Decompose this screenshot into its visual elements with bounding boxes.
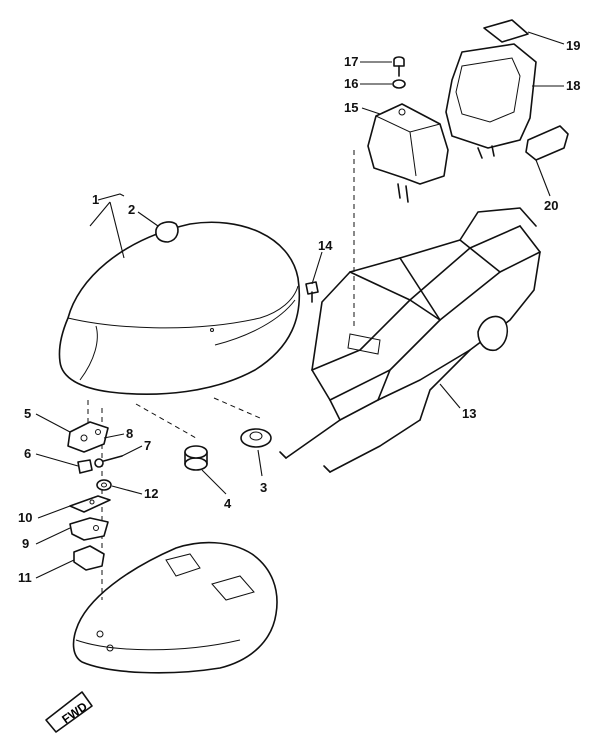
rear-frame <box>279 207 541 473</box>
callout-5: 5 <box>24 406 31 421</box>
callout-3: 3 <box>260 480 267 495</box>
seat-hinge-bracket <box>67 421 109 453</box>
bolt-6 <box>77 459 93 474</box>
callout-1: 1 <box>92 192 99 207</box>
spacer <box>184 445 208 471</box>
callout-14: 14 <box>318 238 333 253</box>
callout-6: 6 <box>24 446 31 461</box>
seat <box>58 221 301 395</box>
hinge-9 <box>69 517 109 541</box>
callout-8: 8 <box>126 426 133 441</box>
callout-15: 15 <box>344 100 358 115</box>
clip-11 <box>73 545 105 571</box>
fwd-direction-marker: FWD <box>45 691 93 733</box>
callout-20: 20 <box>544 198 558 213</box>
sticker <box>483 19 529 43</box>
gasket <box>525 125 569 161</box>
callout-2: 2 <box>128 202 135 217</box>
rubber-damper <box>240 428 272 448</box>
tail-light-bracket <box>367 103 449 203</box>
callout-17: 17 <box>344 54 358 69</box>
washer-16 <box>392 79 406 89</box>
seat-alignment-lines <box>87 397 261 600</box>
callout-10: 10 <box>18 510 32 525</box>
tail-light-lens <box>445 43 537 159</box>
callout-18: 18 <box>566 78 580 93</box>
seat-base-pan <box>72 541 278 674</box>
callout-7: 7 <box>144 438 151 453</box>
seat-grommet <box>155 221 179 243</box>
callout-11: 11 <box>18 570 32 585</box>
bolt-7 <box>94 455 123 468</box>
washer-12 <box>96 479 112 491</box>
plate-10 <box>69 495 111 513</box>
callout-labels: 1 2 3 4 5 6 7 8 9 10 11 12 13 14 15 16 1… <box>18 38 580 585</box>
callout-19: 19 <box>566 38 580 53</box>
callout-12: 12 <box>144 486 158 501</box>
callout-4: 4 <box>224 496 232 511</box>
leader-lines <box>35 31 565 579</box>
bolt-14 <box>305 281 319 303</box>
bolt-17 <box>393 56 405 77</box>
callout-16: 16 <box>344 76 358 91</box>
callout-13: 13 <box>462 406 476 421</box>
callout-9: 9 <box>22 536 29 551</box>
